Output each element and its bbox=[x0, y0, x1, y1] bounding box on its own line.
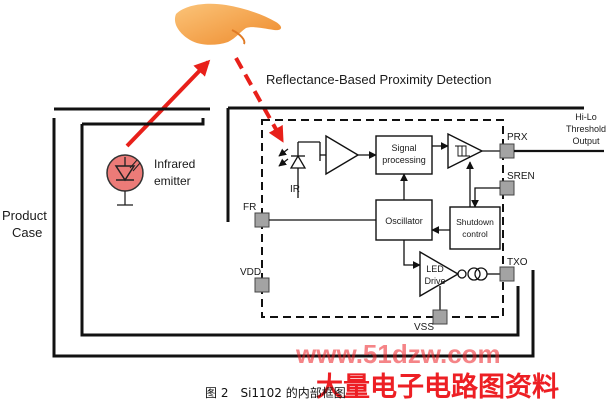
shutdown-control-label-line2: control bbox=[462, 229, 488, 239]
led-drive-label-line1: LED bbox=[426, 264, 444, 274]
diagram-title: Reflectance-Based Proximity Detection bbox=[266, 72, 491, 87]
infrared-emitter-label-line1: Infrared bbox=[154, 157, 195, 171]
driver-buffer-icon bbox=[419, 250, 467, 298]
emitted-light-arrow bbox=[125, 59, 211, 148]
pin-vdd bbox=[254, 277, 270, 293]
wire-osc-to-led-drive bbox=[403, 240, 421, 269]
pin-vdd-label: VDD bbox=[240, 267, 261, 278]
current-source-icon bbox=[467, 267, 488, 281]
infrared-emitter-label-line2: emitter bbox=[154, 174, 191, 188]
oscillator-block bbox=[375, 199, 433, 241]
output-label-line1: Hi-Lo bbox=[575, 112, 597, 122]
photodiode-icon bbox=[278, 141, 321, 198]
pin-prx bbox=[499, 143, 515, 159]
reflected-light-arrow bbox=[234, 57, 284, 143]
signal-processing-label-line1: Signal bbox=[391, 143, 416, 153]
pin-fr-label: FR bbox=[243, 202, 256, 213]
led-drive-label-line2: Drive bbox=[424, 276, 445, 286]
oscillator-label: Oscillator bbox=[385, 216, 423, 226]
signal-processing-label-line2: processing bbox=[382, 155, 426, 165]
wire-sren-to-shutdown bbox=[471, 187, 500, 208]
output-label-line3: Output bbox=[572, 136, 600, 146]
comparator-icon bbox=[447, 132, 484, 170]
product-case-label-line1: Product bbox=[2, 208, 47, 223]
pin-txo bbox=[499, 266, 515, 282]
output-label-line2: Threshold bbox=[566, 124, 606, 134]
shutdown-control-block bbox=[449, 206, 501, 250]
pin-txo-label: TXO bbox=[507, 257, 528, 268]
shutdown-control-label-line1: Shutdown bbox=[456, 217, 494, 227]
watermark-url: www.51dzw.com bbox=[295, 339, 501, 369]
pin-vss bbox=[432, 309, 448, 325]
product-case-label-line2: Case bbox=[12, 225, 42, 240]
product-case-outline bbox=[52, 106, 584, 358]
signal-processing-block bbox=[375, 135, 433, 175]
ir-label: IR bbox=[290, 184, 300, 195]
pin-sren-label: SREN bbox=[507, 171, 535, 182]
watermark-site-name: 大量电子电路图资料 bbox=[316, 371, 559, 403]
pin-fr bbox=[254, 212, 270, 228]
pin-sren bbox=[499, 180, 515, 196]
figure-caption: 图 2 Si1102 的内部框图 bbox=[205, 385, 346, 400]
pin-prx-label: PRX bbox=[507, 132, 528, 143]
hand-icon bbox=[174, 3, 282, 45]
amplifier-icon bbox=[325, 134, 360, 176]
chip-boundary bbox=[261, 119, 504, 318]
led-emitter-icon bbox=[106, 154, 144, 206]
pin-vss-label: VSS bbox=[414, 322, 434, 333]
